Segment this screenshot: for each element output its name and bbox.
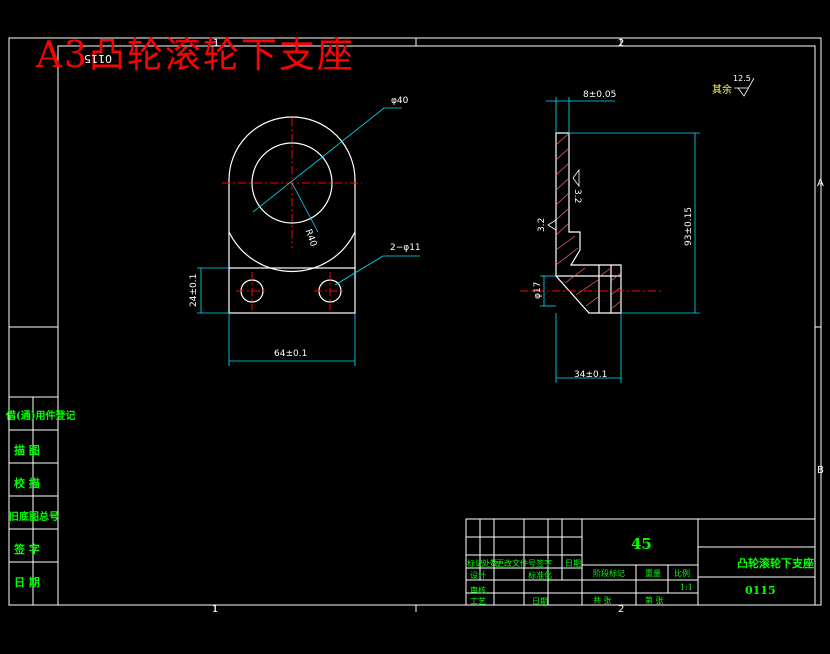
dim-width-64: 64±0.1 bbox=[274, 349, 308, 359]
zone-right-B: B bbox=[817, 465, 824, 476]
dim-height-93: 93±0.15 bbox=[684, 206, 694, 246]
dim-thickness-8: 8±0.05 bbox=[583, 90, 617, 100]
dim-diameter-17: φ17 bbox=[533, 281, 543, 299]
part-name: 凸轮滚轮下支座 bbox=[737, 557, 814, 570]
zone-bottom-2: 2 bbox=[618, 604, 625, 615]
roughness-note: 其余 bbox=[712, 85, 732, 96]
tb-rev-mark: 标记 bbox=[467, 559, 483, 568]
roughness-3.2-a: 3.2 bbox=[572, 189, 582, 204]
stamp-check-tracing: 校 描 bbox=[14, 477, 40, 490]
dim-holes: 2−φ11 bbox=[390, 243, 421, 253]
dim-diameter-40: φ40 bbox=[391, 96, 409, 106]
stamp-signature: 签 字 bbox=[14, 543, 40, 556]
tb-weight: 重量 bbox=[645, 569, 661, 578]
tb-review: 审核 bbox=[470, 586, 486, 595]
dim-height-24: 24±0.1 bbox=[189, 273, 199, 307]
zone-top-2: 2 bbox=[618, 38, 625, 49]
drawing-title-overlay: A3凸轮滚轮下支座 bbox=[36, 35, 355, 76]
outer-frame bbox=[8, 37, 822, 606]
roughness-3.2-b: 3.2 bbox=[537, 217, 547, 232]
stamp-old-base-no: 旧底图总号 bbox=[9, 512, 59, 523]
stamp-date: 日 期 bbox=[14, 576, 40, 589]
tb-designer: 设计 bbox=[470, 571, 486, 580]
drawing-number: 0115 bbox=[745, 584, 776, 597]
tb-rev-date: 日期 bbox=[565, 559, 581, 568]
roughness-value: 12.5 bbox=[733, 74, 751, 83]
tb-stage: 阶段标记 bbox=[593, 569, 625, 578]
tb-rev-count: 处数 bbox=[482, 559, 498, 568]
tb-ratio: 比例 bbox=[674, 569, 690, 578]
dim-width-34: 34±0.1 bbox=[574, 370, 608, 380]
tb-sheet-no: 第 张 bbox=[645, 596, 664, 605]
stamp-borrowed-parts: 借(通)用件登记 bbox=[6, 411, 76, 422]
material: 45 bbox=[631, 535, 652, 553]
side-view bbox=[555, 132, 622, 314]
zone-top-1: 1 bbox=[213, 38, 220, 49]
mirrored-code: 0115 bbox=[84, 52, 112, 65]
tb-rev-sign: 签字 bbox=[536, 559, 552, 568]
inner-frame bbox=[57, 45, 816, 606]
tb-rev-doc: 更改文件号 bbox=[496, 559, 536, 568]
zone-right-A: A bbox=[817, 178, 824, 189]
zone-bottom-1: 1 bbox=[212, 604, 219, 615]
stamp-tracing: 描 图 bbox=[14, 444, 40, 457]
side-stamp-column bbox=[9, 396, 58, 605]
tb-date: 日期 bbox=[532, 597, 548, 606]
title-block bbox=[465, 518, 816, 606]
tb-sheet-total: 共 张 bbox=[593, 596, 612, 605]
tb-scale: 1:1 bbox=[680, 583, 693, 592]
tb-process: 工艺 bbox=[470, 597, 486, 606]
tb-standard: 标准化 bbox=[528, 571, 552, 580]
